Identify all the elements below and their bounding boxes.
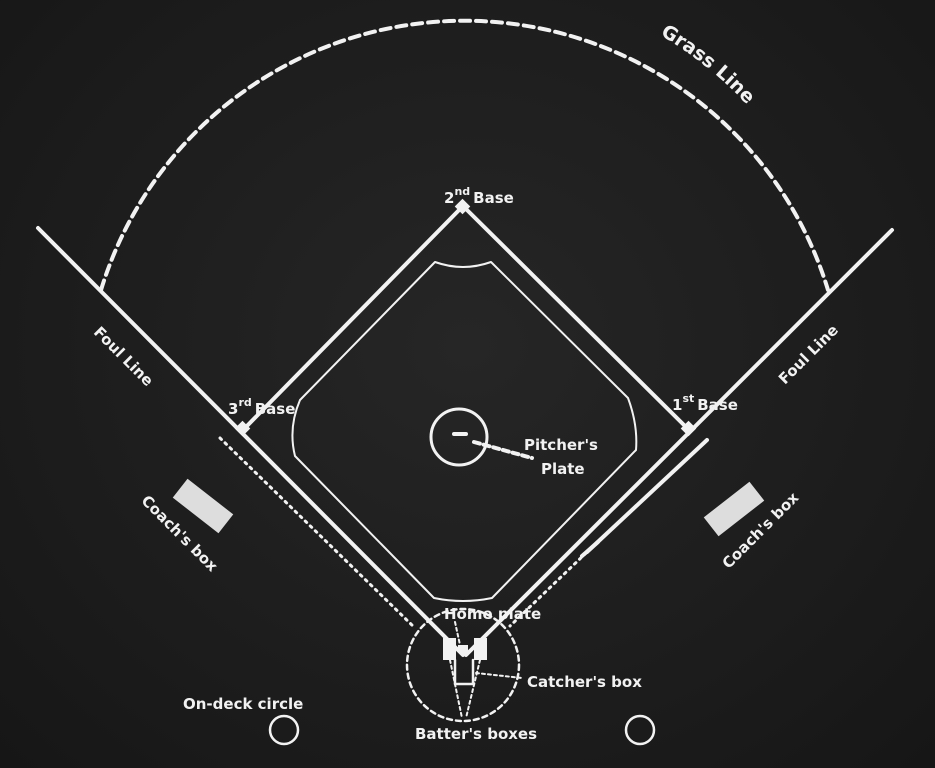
third-base-word: Base <box>255 400 296 418</box>
catchers-box <box>453 658 475 686</box>
foul-line-left-label: Foul Line <box>90 323 157 390</box>
third-base-number: 3 <box>228 400 238 418</box>
home-plate <box>458 645 468 657</box>
third-base-coach-line <box>218 436 417 630</box>
foul-line-right-label: Foul Line <box>775 321 842 388</box>
grass-line-label: Grass Line <box>657 20 759 108</box>
on-deck-circle-left <box>268 714 300 746</box>
batters-box-left <box>443 638 456 660</box>
second-base-suffix: nd <box>454 185 470 198</box>
second-base-word: Base <box>473 189 514 207</box>
catchers-box-label: Catcher's box <box>527 673 642 691</box>
first-base-suffix: st <box>682 392 694 405</box>
second-base-number: 2 <box>444 189 454 207</box>
batters-box-pointer-right <box>465 659 481 719</box>
third-base-label: 3rd Base <box>228 396 295 418</box>
third-base-suffix: rd <box>238 396 251 409</box>
on-deck-circle-right <box>624 714 656 746</box>
batters-box-right <box>474 638 487 660</box>
batters-box-pointer-left <box>449 659 463 719</box>
base-path <box>241 204 691 432</box>
first-base-number: 1 <box>672 396 682 414</box>
foul-line-left <box>36 226 465 657</box>
first-base-runner-lane <box>585 438 709 554</box>
pitchers-circle <box>429 407 489 467</box>
batters-boxes-label: Batter's boxes <box>415 725 537 743</box>
third-base-bag <box>234 420 251 437</box>
home-plate-label: Home plate <box>444 605 541 623</box>
home-plate-pointer <box>454 621 461 646</box>
home-plate-circle <box>405 607 521 723</box>
pitchers-plate-label-line1: Pitcher's <box>524 436 598 454</box>
coachs-box-right-area <box>703 481 765 537</box>
pitchers-plate-pointer <box>472 440 534 460</box>
foul-line-right <box>464 228 894 657</box>
second-base-bag <box>454 198 471 215</box>
catchers-box-pointer <box>475 672 523 679</box>
infield-grass-edge <box>291 261 638 602</box>
coachs-box-left-area <box>172 478 234 534</box>
first-base-word: Base <box>697 396 738 414</box>
grass-line <box>99 18 830 292</box>
on-deck-circle-label: On-deck circle <box>183 695 303 713</box>
pitchers-plate-label-line2: Plate <box>541 460 585 478</box>
